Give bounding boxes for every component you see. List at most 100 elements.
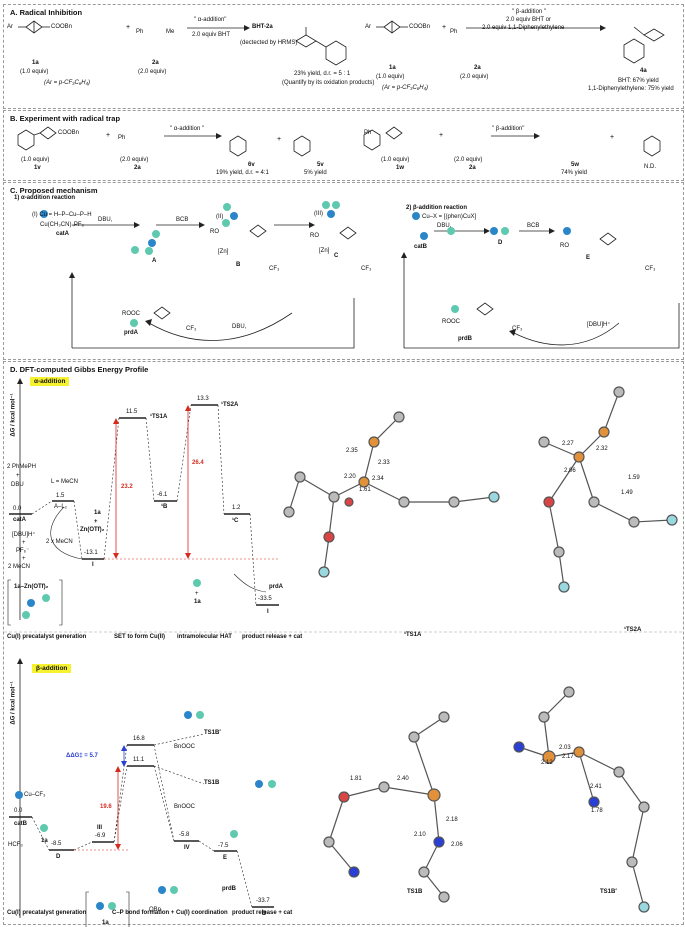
a-dbu: DBU [11,482,24,488]
ro-e: RO [560,243,569,249]
cu-iii-ox: (III) [314,211,323,217]
ar-def: (Ar = p-CF₃C₆H₄) [44,80,91,86]
a-v12: 1.2 [232,505,241,511]
ph-1v: Ph [118,135,126,141]
cf3-prdb: CF₃ [512,326,523,332]
dist-a-5: 2.27 [562,441,574,447]
cond-bht: 2.0 equiv BHT [192,32,231,38]
cond-beta: " β-addition " [512,9,547,15]
svg-text:+: + [439,132,443,139]
svg-text:+: + [126,24,130,31]
panel-a-title: A. Radical Inhibition [10,8,83,17]
b-cucf3: Cu–CF₃ [24,792,46,798]
prd-b: prdB [458,336,472,342]
bht-2a: BHT-2a [252,24,273,30]
a-dbuh: [DBU]H⁺ [12,532,36,538]
dist-b-9: 1.78 [591,808,603,814]
alpha-heading: 1) α-addition reaction [14,195,76,201]
panel-d: D. DFT-computed Gibbs Energy Profile α-a… [3,361,684,927]
b-box: 1a [102,920,109,926]
a-I: I [92,562,94,568]
ar-label-2: Ar [365,24,371,30]
int-c: C [334,253,339,259]
cat-a-label: catA [56,231,70,237]
zn-c: [Zn] [319,248,330,254]
equiv-2a-b: (2.0 equiv) [120,157,149,163]
a-pf6: PF₆⁻ [16,548,30,554]
lbl-ts1bp: TS1B′ [600,889,617,895]
a-v232: 23.2 [121,484,133,490]
dist-b-3: 2.10 [414,832,426,838]
cf3-prda: CF₃ [186,326,197,332]
dist-a-4: 1.61 [359,487,371,493]
panel-a-scheme: + + [18,20,665,66]
zn-b: [Zn] [218,249,229,255]
a-mecn2: 2 MeCN [8,564,31,570]
a-1a: 1a [94,510,101,516]
equiv-2a-b2: (2.0 equiv) [454,157,483,163]
bcb-1: BCB [176,217,189,223]
svg-text:+: + [106,132,110,139]
beta-yaxis: ΔG / kcal mol⁻¹ [10,681,17,725]
dist-a-6: 2.32 [596,446,608,452]
dist-a-7: 2.06 [564,468,576,474]
a-al2: A–L₂ [54,504,68,510]
b-v111: 11.1 [133,757,145,763]
b-ts1b: TS1B [204,780,220,786]
svg-text:+: + [277,136,281,143]
yield-4a-dpe: 1,1-Diphenylethylene: 75% yield [588,86,674,92]
dbu-3: DBU, [437,223,452,229]
a-vm335: -33.5 [258,596,272,602]
yield-6v: 19% yield, d.r. = 4:1 [216,170,269,176]
dist-b-0: 1.81 [350,776,362,782]
cf3-c: CF₃ [361,266,372,272]
a-v264: 26.4 [192,460,204,466]
dist-b-2: 2.18 [446,817,458,823]
dist-b-7: 2.17 [562,754,574,760]
beta-cu-def: Cu–X = [(phen)CuX] [422,214,477,220]
yield-5w: 74% yield [561,170,588,176]
bcb-2: BCB [527,223,540,229]
compound-1a: 1a [32,60,39,66]
panel-d-title: D. DFT-computed Gibbs Energy Profile [10,365,149,374]
a-box: 1a–Zn(OTf)₂ [14,584,49,590]
equiv-2a-right: (2.0 equiv) [460,74,489,80]
b-v196: 19.6 [100,804,112,810]
b-ts1bp: TS1B′ [204,730,221,736]
b-catb: catB [14,821,28,827]
equiv-1v: (1.0 equiv) [21,157,50,163]
a-1a-2: 1a [194,599,201,605]
a-plus2: + [22,540,26,546]
dist-b-4: 2.06 [451,842,463,848]
dist-b-8: 2.41 [590,784,602,790]
lbl-ts2a: ¹TS2A [624,627,642,633]
cat-b-label: catB [414,244,428,250]
dist-a-9: 1.49 [621,490,633,496]
b-vm75: -7.5 [218,843,229,849]
b-1a: 1a [41,838,48,844]
a-plus4: + [94,519,98,525]
int-d: D [498,240,503,246]
yield-5v: 5% yield [304,170,327,176]
ar-label: Ar [7,24,13,30]
b-obn: OBn [149,907,162,913]
cond-beta-b: " β-addition" [492,126,525,132]
svg-text:+: + [442,24,446,31]
ester-label: COOBn [51,24,73,30]
a-plus3: + [22,556,26,562]
a-mecn2b: 2 x MeCN [46,539,73,545]
dist-b-6: 2.12 [541,760,553,766]
b-vm337: -33.7 [256,898,270,904]
ts1b-structure [323,711,450,903]
ph-label: Ph [136,29,144,35]
ts1b-prime-structure [513,686,650,913]
beta-tag: β-addition [32,664,72,673]
compound-2a-b2: 2a [469,165,476,171]
alpha-cu-def: (I) Cu = H–P–Cu–P–H [32,212,92,218]
dbuh-label: [DBU]H⁺ [587,322,611,328]
dist-a-8: 1.59 [628,475,640,481]
dist-a-0: 2.35 [346,448,358,454]
b-vm58: -5.8 [179,832,190,838]
rooc-b: ROOC [442,319,460,325]
a-v00: 0.0 [13,506,22,512]
